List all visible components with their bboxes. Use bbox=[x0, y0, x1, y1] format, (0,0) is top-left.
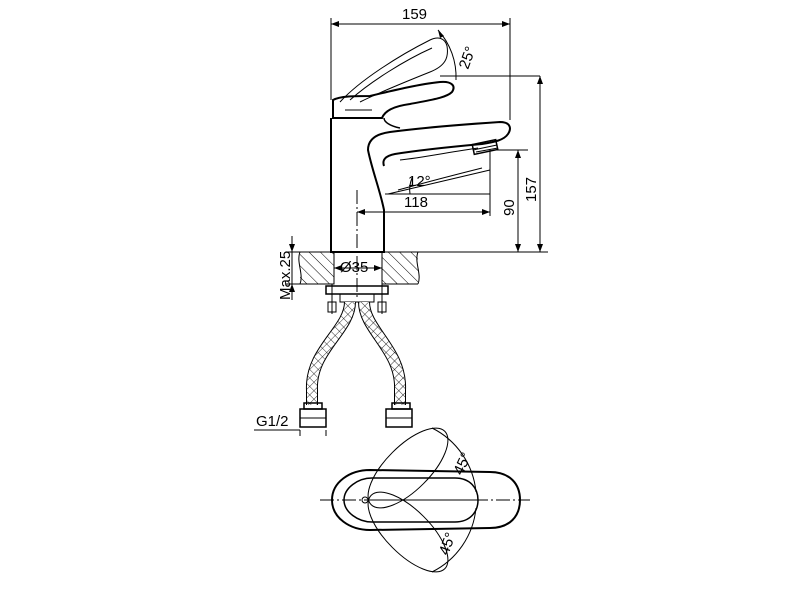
top-view: 45° 45° bbox=[320, 427, 530, 573]
dim-spout-reach: 118 bbox=[357, 150, 491, 216]
dim-total-height: 157 bbox=[523, 76, 548, 253]
lever-position-right bbox=[367, 491, 449, 573]
dim-thread-label: G1/2 bbox=[256, 413, 289, 430]
dim-lever-angle: 25° bbox=[437, 29, 480, 81]
dim-swivel-angle-top-label: 45° bbox=[450, 450, 475, 478]
flexible-hoses bbox=[299, 301, 413, 428]
dim-thread: G1/2 bbox=[254, 413, 327, 436]
dim-counter-thickness-label: Max.25 bbox=[277, 251, 294, 300]
side-view: 159 25° bbox=[254, 6, 548, 436]
dim-spout-height-label: 90 bbox=[501, 199, 518, 216]
dim-total-length: 159 bbox=[330, 6, 511, 120]
dim-spout-angle: 12° bbox=[385, 169, 491, 195]
dim-total-length-label: 159 bbox=[402, 6, 427, 23]
faucet-body bbox=[330, 117, 511, 253]
dim-hole-diameter-label: Ø35 bbox=[340, 259, 368, 276]
dim-swivel-angles: 45° 45° bbox=[365, 427, 478, 573]
dim-total-height-label: 157 bbox=[523, 177, 540, 202]
counter-top-section: Ø35 bbox=[298, 251, 420, 285]
dim-lever-angle-label: 25° bbox=[456, 44, 480, 71]
lever-handle bbox=[332, 75, 540, 119]
dim-spout-angle-label: 12° bbox=[408, 173, 431, 190]
dim-counter-thickness: Max.25 bbox=[277, 236, 300, 300]
lever-position-left bbox=[367, 427, 449, 509]
dim-spout-reach-label: 118 bbox=[404, 194, 428, 211]
lever-raised-outline bbox=[339, 37, 448, 103]
dim-swivel-angle-bottom-label: 45° bbox=[436, 530, 460, 557]
mounting-hardware bbox=[325, 284, 389, 314]
